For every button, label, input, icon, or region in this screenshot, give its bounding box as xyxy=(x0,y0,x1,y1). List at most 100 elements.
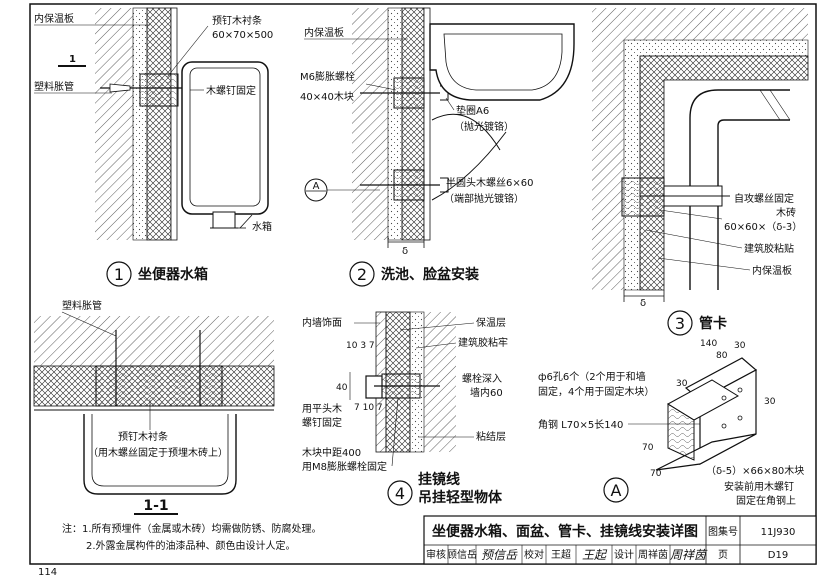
hole-3 xyxy=(721,423,727,429)
section-1-1: 塑料胀管 预钉木衬条 （用木螺丝固定于预埋木砖上） 1-1 xyxy=(33,299,275,515)
label-wood-strip-note: （用木螺丝固定于预埋木砖上） xyxy=(88,446,228,459)
leader-adhesive xyxy=(645,229,743,249)
figure-4-number-circle xyxy=(387,480,413,506)
figure-2-title: 洗池、脸盆安装 xyxy=(381,266,480,283)
label-insulation: 内保温板 xyxy=(304,26,344,39)
concrete-corner-wall xyxy=(592,8,808,290)
dim-140: 140 xyxy=(700,339,717,349)
wood-block-side xyxy=(667,403,695,461)
leader-bolt xyxy=(365,83,397,91)
label-block: 40×40木块 xyxy=(300,91,354,103)
label-screw-note: （端部抛光镀铬） xyxy=(444,192,524,205)
label-bolt: M6膨胀螺栓 xyxy=(300,70,355,83)
ref-a-letter: A xyxy=(313,181,320,192)
concrete-wall xyxy=(352,8,388,240)
picture-rail-profile xyxy=(365,375,383,399)
insulation-layer xyxy=(387,7,403,241)
wood-brick xyxy=(621,177,665,217)
concrete-wall xyxy=(95,8,133,240)
label-insulation: 内保温板 xyxy=(752,264,792,277)
label-adhesive: 建筑胶粘牢 xyxy=(458,336,508,349)
leader-wood-brick xyxy=(659,209,723,220)
dim-30-b: 30 xyxy=(676,379,688,389)
designer-name: 周祥茵 xyxy=(638,548,668,561)
label-wood-screw: 木螺钉固定 xyxy=(206,84,256,97)
leader-plastic-plug xyxy=(61,311,117,337)
delta-dim-label: δ xyxy=(640,298,646,309)
title-block-frame xyxy=(423,515,817,565)
label-screw: 半圆头木螺丝6×60 xyxy=(446,176,533,189)
label-plastic-plug: 塑料胀管 xyxy=(62,299,102,312)
dim-80: 80 xyxy=(716,351,728,361)
checker-signature: 王起 xyxy=(582,548,608,562)
insulation-board xyxy=(401,7,425,241)
label-wood-strip-size: 60×70×500 xyxy=(212,30,273,41)
label-holes2: 固定，4个用于固定木块） xyxy=(538,385,654,398)
label-roundhead: 用平头木 xyxy=(302,403,342,415)
section-title: 1-1 xyxy=(143,498,168,514)
book-page-number: 114 xyxy=(38,567,57,577)
leader-bolt-fix xyxy=(391,397,399,467)
dim-70-a: 70 xyxy=(642,443,654,453)
figure-2-number-circle xyxy=(349,261,375,287)
label-angle: 角钢 L70×5长140 xyxy=(538,418,623,431)
dim-top: 10 3 7 xyxy=(346,341,375,351)
figure-4-title-line2: 吊挂轻型物体 xyxy=(418,489,503,506)
figure-1-toilet-tank: 内保温板 预钉木衬条 60×70×500 1 塑料胀管 木螺钉固定 水箱 1 坐… xyxy=(34,7,273,287)
insulation-board xyxy=(146,7,172,241)
designer-signature: 周祥茵 xyxy=(670,548,708,562)
label-wood-brick: 木砖 xyxy=(776,206,796,219)
figure-2-basin: 内保温板 M6膨胀螺栓 40×40木块 垫圈A6 （抛光镀铬） 半圆头木螺丝6×… xyxy=(300,7,575,287)
reviewer-signature: 预信岳 xyxy=(481,548,518,562)
label-finish: 内墙饰面 xyxy=(302,316,342,329)
detail-a-circle xyxy=(603,477,629,503)
title-block: 坐便器水箱、面盆、管卡、挂镜线安装详图 图集号 11J930 审核 顾信岳 预信… xyxy=(423,515,817,565)
dim-30-c: 30 xyxy=(764,397,776,407)
water-tank xyxy=(181,61,269,215)
tank-outlet xyxy=(212,211,236,229)
figure-1-number: 1 xyxy=(114,265,124,284)
note-line-1: 注：1.所有预埋件（金属或木砖）均需做防锈、防腐处理。 xyxy=(62,522,322,535)
tank-leader xyxy=(239,214,253,229)
label-block: （δ-5）×66×80木块 xyxy=(706,465,804,477)
tank-section xyxy=(83,414,237,495)
atlas-number: 11J930 xyxy=(761,527,796,538)
label-bolt-fix: 用M8膨胀螺栓固定 xyxy=(302,460,387,473)
section-mark-1: 1 xyxy=(69,54,76,65)
design-label: 设计 xyxy=(614,548,634,561)
hole-1 xyxy=(721,395,727,401)
figure-3-title: 管卡 xyxy=(699,315,727,332)
label-tank: 水箱 xyxy=(252,220,272,233)
basin-body xyxy=(429,23,575,101)
figure-1-title: 坐便器水箱 xyxy=(138,266,208,283)
basin-pedestal-curve xyxy=(431,113,501,151)
leader-adhesive xyxy=(415,342,457,349)
dim-mid: 7 10 7 xyxy=(354,403,383,413)
dim-70-b: 70 xyxy=(650,469,662,479)
figure-4-title-line1: 挂镜线 xyxy=(418,471,460,488)
label-washer-note: （抛光镀铬） xyxy=(454,120,514,133)
insulation-board xyxy=(639,55,809,291)
figure-2-number: 2 xyxy=(357,265,367,284)
figure-3-number-circle xyxy=(667,310,693,336)
drawing-title: 坐便器水箱、面盆、管卡、挂镜线安装详图 xyxy=(432,523,698,540)
leader-wood-strip xyxy=(167,25,209,77)
label-block-spacing: 木块中距400 xyxy=(302,446,361,459)
atlas-label: 图集号 xyxy=(708,525,738,538)
label-insul-layer: 保温层 xyxy=(476,316,506,329)
check-label: 校对 xyxy=(524,548,544,561)
water-tank-inner xyxy=(189,67,261,207)
detail-a-angle-bracket: ф6孔6个（2个用于和墙 固定，4个用于固定木块） 角钢 L70×5长140 1… xyxy=(538,339,804,507)
note-line-2: 2.外露金属构件的油漆品种、颜色由设计人定。 xyxy=(86,539,296,552)
leader-insulation xyxy=(657,257,751,271)
figure-3-pipe-clamp: 自攻螺丝固定 木砖 60×60×（δ-3） 建筑胶粘贴 内保温板 δ 3 管卡 xyxy=(592,8,809,336)
sheet-frame xyxy=(29,3,817,565)
page-code: D19 xyxy=(768,550,788,561)
label-plastic-plug: 塑料胀管 xyxy=(34,80,74,93)
hole-4 xyxy=(737,415,743,421)
wood-strip xyxy=(139,73,179,107)
reviewer-name: 顾信岳 xyxy=(447,549,477,561)
figure-3-number: 3 xyxy=(675,314,685,333)
leader-insul-layer xyxy=(399,322,475,331)
